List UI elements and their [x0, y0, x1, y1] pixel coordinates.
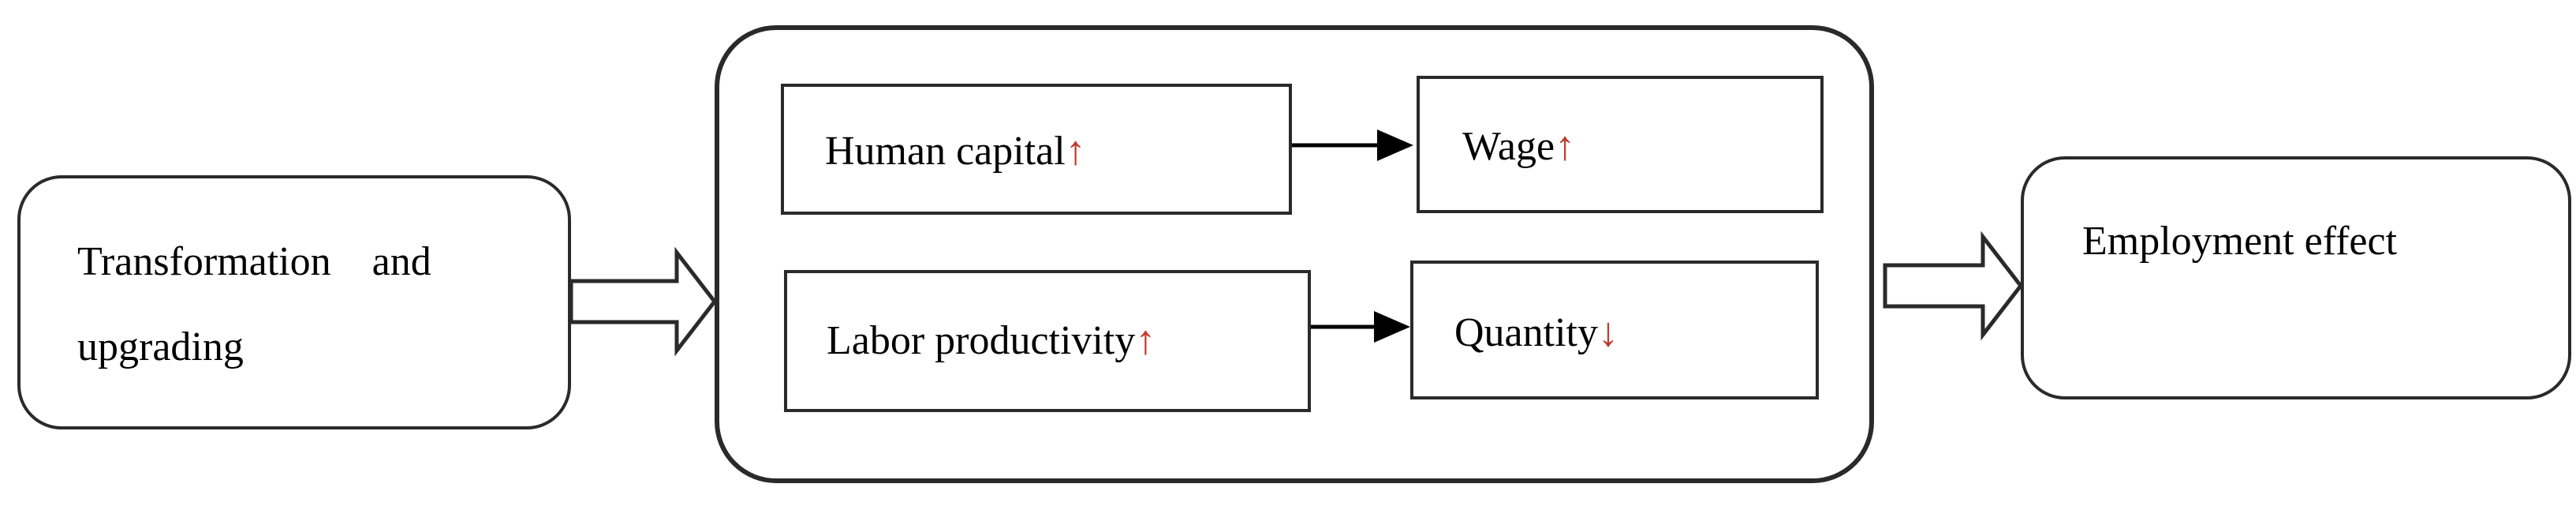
- labor-productivity-text: Labor productivity↑: [827, 321, 1155, 362]
- wage-up-arrow-icon: ↑: [1555, 124, 1576, 169]
- wage-text: Wage↑: [1462, 126, 1575, 167]
- wage-box: Wage↑: [1417, 76, 1824, 213]
- labor-productivity-up-arrow-icon: ↑: [1135, 318, 1156, 363]
- human-capital-box: Human capital↑: [781, 84, 1292, 215]
- quantity-label: Quantity: [1454, 310, 1598, 355]
- source-box: Transformation and upgrading: [17, 175, 571, 429]
- quantity-text: Quantity↓: [1454, 313, 1618, 354]
- block-arrow-right-icon: [1883, 231, 2024, 341]
- quantity-down-arrow-icon: ↓: [1597, 310, 1618, 355]
- human-capital-label: Human capital: [825, 129, 1066, 174]
- source-label-line1: Transformation and: [77, 239, 431, 284]
- wage-label: Wage: [1462, 124, 1555, 169]
- quantity-box: Quantity↓: [1410, 261, 1819, 399]
- source-label-line2: upgrading: [77, 324, 244, 369]
- labor-productivity-box: Labor productivity↑: [784, 270, 1311, 412]
- human-capital-up-arrow-icon: ↑: [1065, 129, 1086, 174]
- block-arrow-left-icon: [569, 246, 718, 357]
- outcome-box: Employment effect: [2021, 156, 2571, 399]
- human-capital-text: Human capital↑: [825, 131, 1086, 172]
- labor-productivity-label: Labor productivity: [827, 318, 1136, 363]
- outcome-label: Employment effect: [2082, 219, 2398, 264]
- arrowhead-quantity-icon: [1374, 311, 1410, 343]
- arrowhead-wage-icon: [1377, 129, 1413, 161]
